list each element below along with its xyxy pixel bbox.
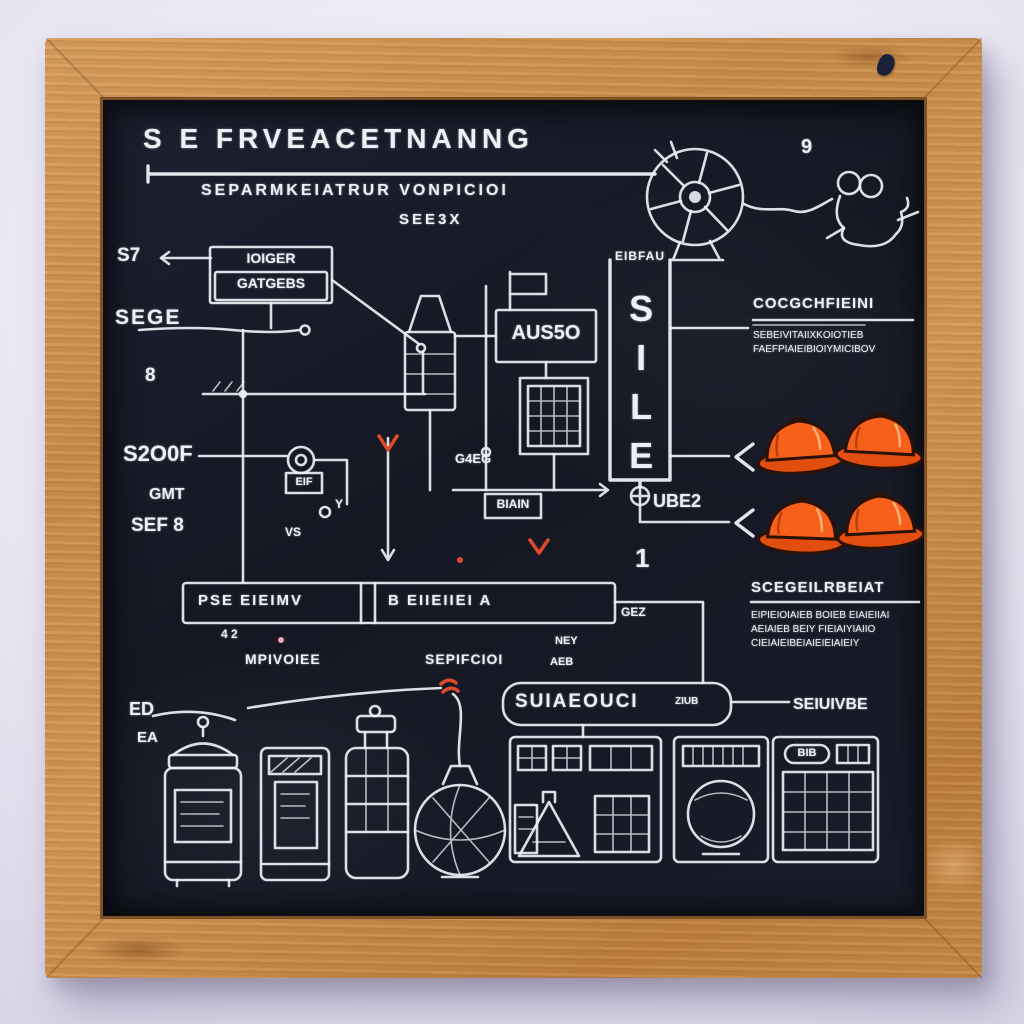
- vs-label: VS: [285, 525, 302, 539]
- right-panel-line-3: EIPIEIOIAIEB BOIEB EIAIEIIAI: [751, 610, 890, 621]
- box-to-banner-line: [613, 600, 705, 685]
- gez-label: GEZ: [621, 605, 646, 619]
- red-chevron-2: [528, 538, 550, 555]
- down-arrow-line: [380, 436, 396, 562]
- cylinder-sketch: [344, 704, 410, 880]
- fan-sketch: [645, 140, 745, 262]
- bib-label: BIB: [797, 747, 817, 759]
- caption-3: NEY: [555, 635, 578, 647]
- jar-sketch-1: [163, 715, 243, 888]
- frame-notch: [874, 52, 898, 78]
- right-panel-underlines: [749, 318, 921, 604]
- wavy-link-line: [246, 686, 443, 710]
- hard-hat-icon: [834, 489, 924, 552]
- frame-miter-top-left: [45, 37, 107, 101]
- aus-box-label: AUS5O: [511, 322, 581, 344]
- sphere-flask-sketch: [413, 764, 507, 879]
- left-label-8: EA: [137, 729, 158, 746]
- banner-right-text: SEIUIVBE: [793, 696, 868, 713]
- jar-sketch-2: [259, 746, 331, 882]
- goggle-right-icon: [858, 173, 884, 199]
- mid-horizontal-line: [451, 482, 610, 498]
- left-label-7: ED: [129, 699, 155, 719]
- ed-curve-line: [151, 710, 237, 722]
- left-connector-line: [137, 324, 311, 336]
- ruler-line: [201, 381, 427, 399]
- panel-sketch-a: [508, 735, 663, 864]
- banner-small-text: ZIUB: [675, 696, 699, 707]
- frame-miter-top-right: [921, 37, 983, 101]
- red-chevron-1: [377, 434, 399, 452]
- frame-miter-bottom-right: [921, 915, 983, 979]
- frame-miter-bottom-left: [45, 915, 107, 979]
- caption-4: AEB: [550, 656, 574, 668]
- goggle-left-icon: [836, 170, 862, 196]
- hat-pointer-arrows: [734, 442, 755, 538]
- board-note: SEE3X: [399, 211, 463, 228]
- caption-2: SEPIFCIOI: [425, 651, 504, 667]
- left-label-3: 8: [145, 365, 156, 386]
- right-panel-header-1: COCGCHFIEINI: [753, 295, 875, 312]
- left-label-4: S2O0F: [123, 441, 193, 466]
- hard-hats-group: [753, 409, 924, 556]
- eif-label: EIF: [295, 476, 313, 488]
- diagonal-connector: [330, 278, 427, 394]
- banner-text: SUIAEOUCI: [515, 691, 639, 712]
- pink-dot: [278, 637, 284, 643]
- small-circle-marker: [318, 505, 332, 519]
- under-box-mark: 4 2: [221, 627, 238, 641]
- worker-figure-sketch: [742, 170, 920, 248]
- caption-1: MPIVOIEE: [245, 651, 321, 667]
- hard-hat-icon: [834, 409, 924, 472]
- right-panel-line-5: CIEIAIEIBEIAIEIEIAIEIY: [751, 638, 860, 649]
- flask-label: G4EG: [455, 451, 492, 466]
- wide-box-right-text: B EIIEIIEI A: [388, 592, 493, 609]
- panel-sketch-c: [771, 735, 880, 864]
- chalk-sketch-layer: [137, 140, 924, 888]
- right-panel-line-1: SEBEIVITAIIXKOIOTIEB: [753, 330, 864, 341]
- hard-hat-icon: [756, 495, 848, 556]
- label-box-line-1: IOIGER: [246, 250, 296, 266]
- corner-mark: 9: [801, 136, 813, 158]
- feeder-lines: [638, 454, 731, 524]
- aus-box: [453, 308, 598, 380]
- biain-label: BIAIN: [496, 497, 530, 511]
- mid-vertical-line: [480, 284, 492, 492]
- banner-box: [501, 681, 791, 739]
- red-dot: [457, 557, 463, 563]
- wooden-frame: S E FRVEACETNANNG SEPARMKEIATRUR VONPICI…: [45, 37, 983, 979]
- eif-box: [284, 471, 324, 495]
- column-top-label: EIBFAU: [615, 249, 666, 263]
- title-underline: [146, 164, 657, 184]
- column-vertical-word: SILE: [620, 288, 662, 484]
- left-arrow: [159, 250, 213, 266]
- wide-box-left-text: PSE EIEIMV: [198, 592, 304, 609]
- big-one: 1: [635, 543, 650, 573]
- left-label-2: SEGE: [115, 306, 182, 329]
- left-label-1: S7: [117, 245, 141, 266]
- board-title: S E FRVEACETNANNG: [143, 123, 534, 154]
- ube-label: UBE2: [653, 491, 702, 511]
- left-label-5: GMT: [149, 486, 185, 503]
- label-box-sketch: [208, 245, 334, 330]
- column-sketch: [608, 258, 672, 489]
- tube-line: [451, 692, 463, 768]
- red-scribble: [439, 678, 460, 694]
- label-box-line-2: GATGEBS: [236, 275, 306, 291]
- window-sketch: [518, 376, 590, 492]
- hard-hat-icon: [753, 414, 847, 478]
- circled-plus-icon: [629, 485, 651, 507]
- left-label-6: SEF 8: [131, 515, 184, 536]
- y-label: Y: [335, 497, 344, 511]
- biain-box: [483, 492, 543, 520]
- right-panel-line-4: AEIAIEB BEIY FIEIAIYIAIIO: [751, 624, 876, 635]
- board-subtitle: SEPARMKEIATRUR VONPICIOI: [201, 182, 509, 199]
- knot-sketch: [197, 445, 349, 506]
- panel-sketch-b: [672, 735, 770, 864]
- flag-sketch: [508, 270, 548, 312]
- flask-sketch: [403, 294, 457, 492]
- right-panel-line-2: FAEFPIAIEIBIOIYMICIBOV: [753, 344, 876, 355]
- chalkboard: S E FRVEACETNANNG SEPARMKEIATRUR VONPICI…: [103, 100, 924, 916]
- right-panel-header-2: SCEGEILRBEIAT: [751, 579, 885, 596]
